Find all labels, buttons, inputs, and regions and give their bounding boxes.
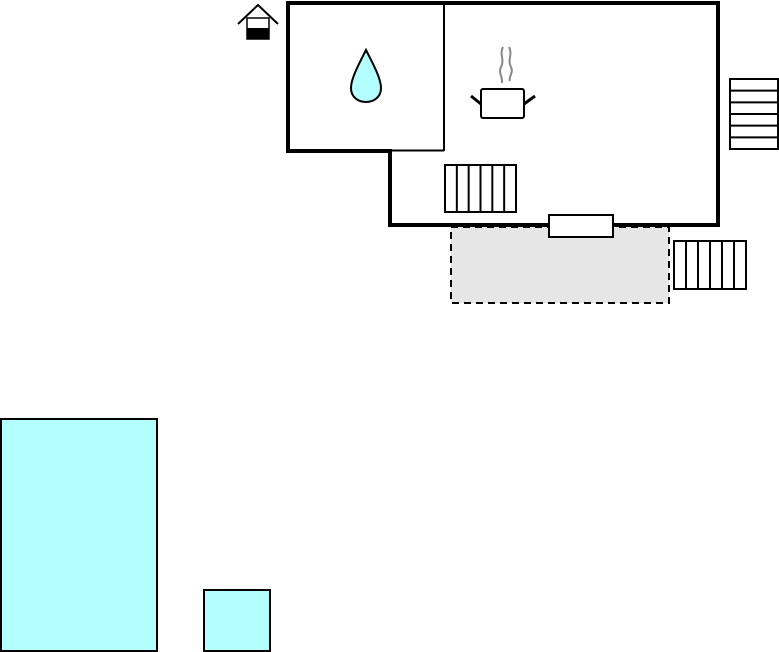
staircase-right [729,78,779,150]
water-drop-icon [349,47,383,104]
pool-large [0,418,158,652]
terrace [450,226,670,304]
staircase-terrace [673,240,747,290]
door [548,214,614,238]
staircase-inside [444,164,517,213]
cooking-pot-icon [470,46,536,119]
house-icon [237,3,279,40]
pool-small [203,589,271,652]
